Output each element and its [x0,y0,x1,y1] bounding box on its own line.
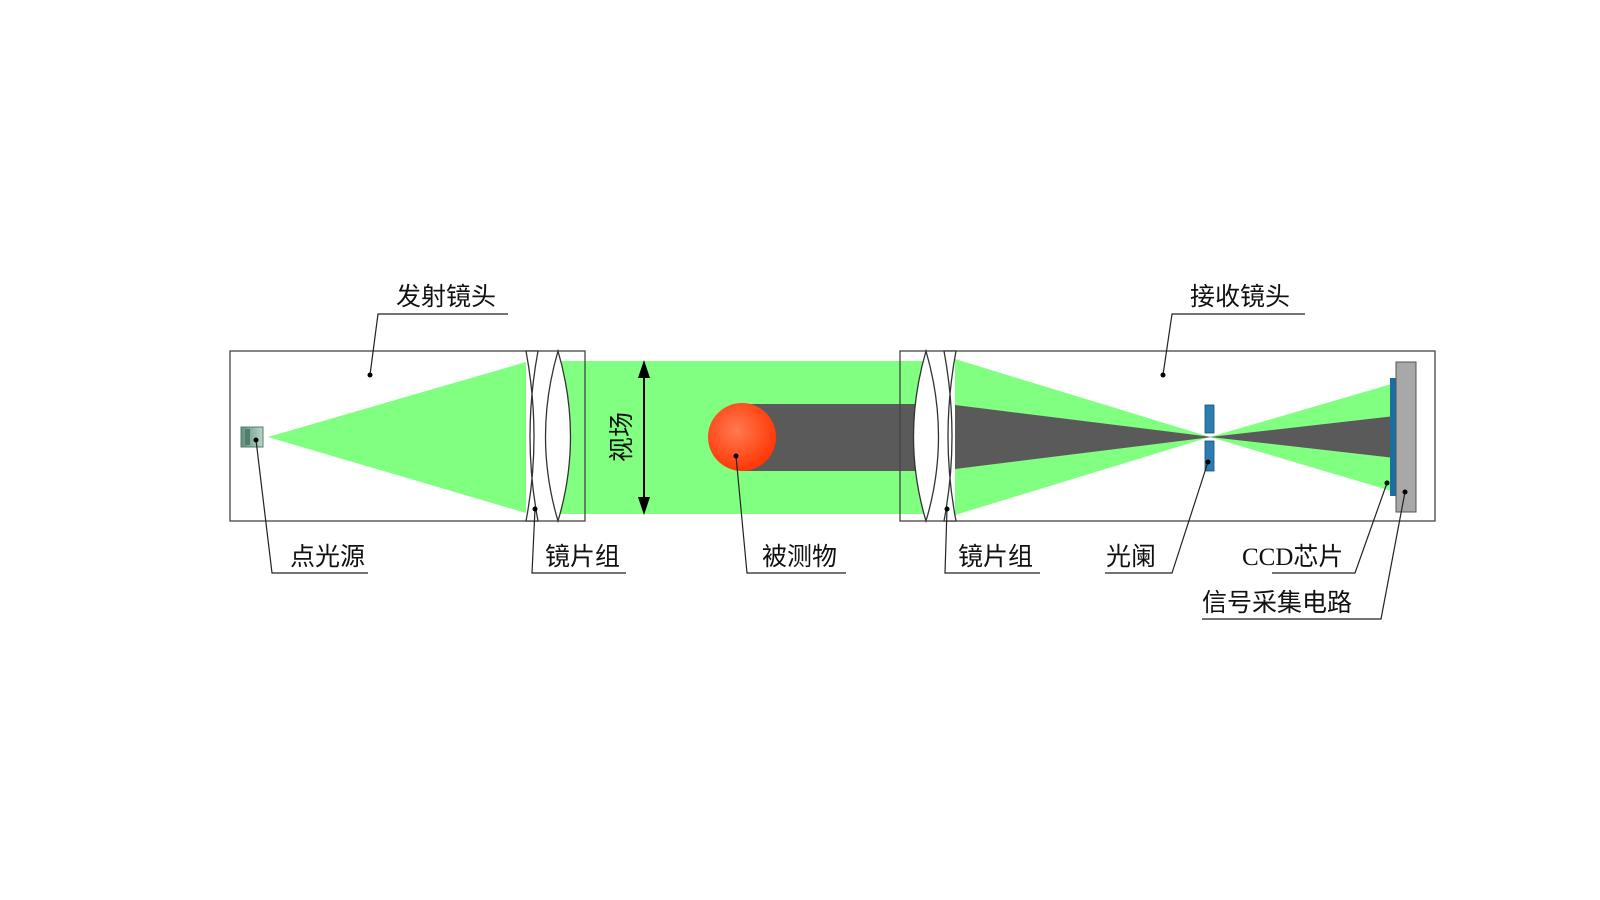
emit-lens-housing [229,350,586,522]
lens-group-left-label: 镜片组 [545,542,620,571]
measured-object [708,403,776,471]
leader-signal-circuit [1202,489,1408,620]
leader-lens-group-right [944,506,1040,574]
ccd-chip [1390,378,1396,496]
lens-group-right-label: 镜片组 [958,542,1033,571]
shadow-converging [955,405,1212,469]
aperture-label: 光阑 [1106,542,1156,571]
point-source [240,426,264,448]
emitted-light-cone [268,362,526,513]
signal-circuit-board [1395,361,1417,513]
leader-lens-group-left [531,506,626,574]
leader-emit-lens [367,313,508,378]
signal-circuit-label: 信号采集电路 [1202,588,1352,617]
ccd-chip-label: CCD芯片 [1242,543,1343,571]
lens-group-right [912,348,957,524]
aperture [1204,404,1215,472]
leader-aperture [1105,459,1211,574]
shadow-diverging [1210,416,1395,458]
field-of-view-label: 视场 [607,412,636,462]
measured-object-label: 被测物 [762,542,837,571]
lens-group-left [525,348,572,524]
receive-lens-label: 接收镜头 [1190,282,1290,311]
emit-lens-label: 发射镜头 [396,282,496,311]
point-source-label: 点光源 [290,542,365,571]
leader-measured-object [733,453,846,574]
field-of-view-arrow [638,360,650,515]
leader-ccd-chip [1272,480,1390,574]
leader-point-source [253,437,368,574]
leader-receive-lens [1160,313,1305,378]
receive-lens-housing [899,350,1436,522]
